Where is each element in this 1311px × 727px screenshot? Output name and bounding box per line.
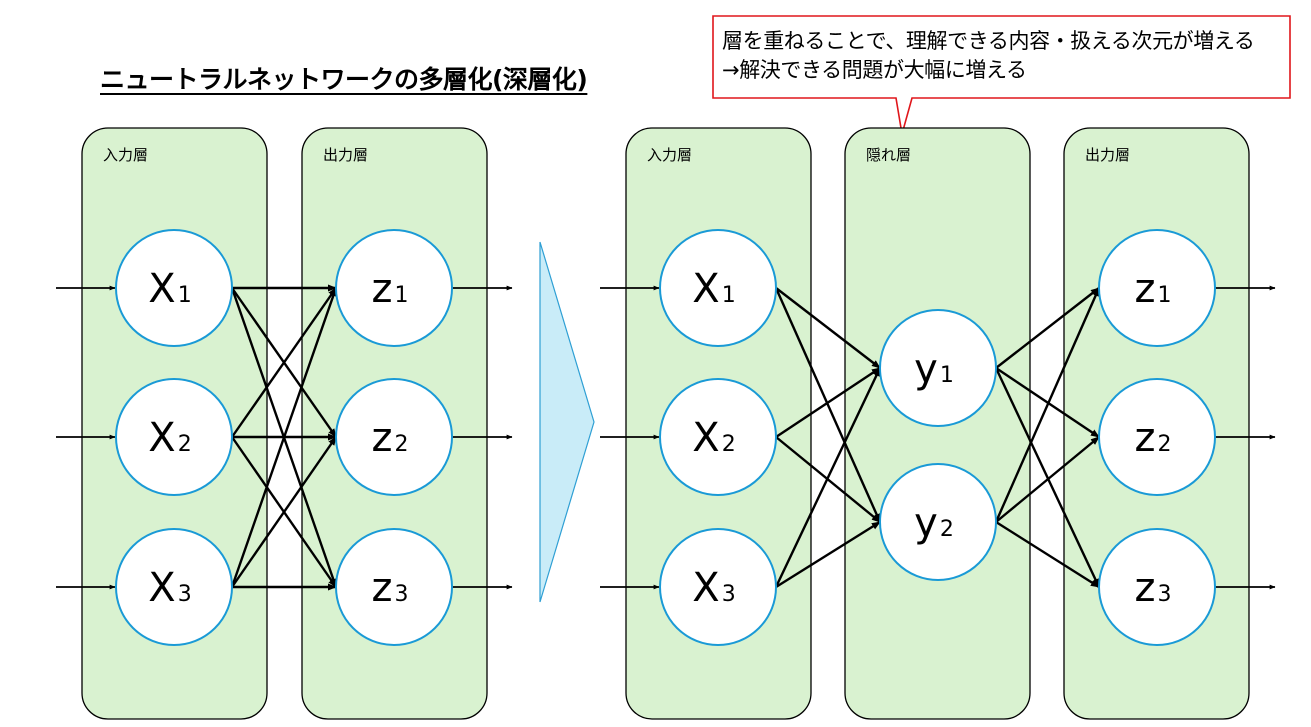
callout-line-2: →解決できる問題が大幅に増える xyxy=(722,58,1027,82)
node-label: z2 xyxy=(1135,415,1172,461)
node-subscript: 1 xyxy=(1158,283,1172,308)
node-base: X xyxy=(148,415,175,461)
node-base: X xyxy=(692,415,719,461)
left-edge xyxy=(231,436,337,588)
node-subscript: 1 xyxy=(395,283,409,308)
node-base: X xyxy=(148,266,175,312)
layer-label: 出力層 xyxy=(323,146,368,164)
node-base: z xyxy=(372,266,393,312)
node-circle xyxy=(879,309,997,427)
node-label: X2 xyxy=(148,415,191,461)
callout-text: 層を重ねることで、理解できる内容・扱える次元が増える →解決できる問題が大幅に増… xyxy=(722,27,1255,85)
left-edge xyxy=(231,287,337,438)
left-node-x1: X1 xyxy=(115,229,233,347)
right-edge xyxy=(775,287,881,369)
right-edge xyxy=(775,367,881,438)
right-node-x3: X3 xyxy=(659,528,777,646)
node-circle xyxy=(335,528,453,646)
right-node-z2: z2 xyxy=(1098,378,1216,496)
node-label: X3 xyxy=(148,565,191,611)
node-label: X3 xyxy=(692,565,735,611)
node-subscript: 1 xyxy=(178,283,192,308)
node-base: z xyxy=(1135,415,1156,461)
node-circle xyxy=(1098,229,1216,347)
node-base: X xyxy=(692,565,719,611)
left-node-z3: z3 xyxy=(335,528,453,646)
callout-line-1: 層を重ねることで、理解できる内容・扱える次元が増える xyxy=(722,29,1255,53)
right-node-z1: z1 xyxy=(1098,229,1216,347)
node-subscript: 1 xyxy=(940,363,954,388)
node-base: X xyxy=(148,565,175,611)
left-edge xyxy=(230,287,338,588)
node-label: y1 xyxy=(914,346,954,392)
callout-box xyxy=(712,15,1291,135)
node-circle xyxy=(115,378,233,496)
right-edge xyxy=(995,436,1100,523)
node-circle xyxy=(659,229,777,347)
layer-label: 隠れ層 xyxy=(866,146,911,164)
node-label: X1 xyxy=(148,266,191,312)
node-circle xyxy=(879,463,997,581)
diagram-title: ニュートラルネットワークの多層化(深層化) xyxy=(100,65,588,94)
node-base: z xyxy=(1135,266,1156,312)
node-subscript: 3 xyxy=(395,582,409,607)
node-subscript: 2 xyxy=(178,432,192,457)
node-circle xyxy=(115,528,233,646)
right-node-y1: y1 xyxy=(879,309,997,427)
node-label: y2 xyxy=(914,500,954,546)
node-label: X1 xyxy=(692,266,735,312)
node-subscript: 1 xyxy=(722,283,736,308)
node-circle xyxy=(1098,378,1216,496)
left-node-x2: X2 xyxy=(115,378,233,496)
node-base: y xyxy=(914,500,938,546)
left-node-z2: z2 xyxy=(335,378,453,496)
right-node-x1: X1 xyxy=(659,229,777,347)
node-circle xyxy=(1098,528,1216,646)
node-label: z3 xyxy=(1135,565,1172,611)
layer-label: 入力層 xyxy=(103,146,148,164)
callout xyxy=(712,15,1291,135)
left-node-z1: z1 xyxy=(335,229,453,347)
right-edge xyxy=(775,520,881,589)
left-node-x3: X3 xyxy=(115,528,233,646)
right-edge xyxy=(995,287,1100,369)
node-subscript: 3 xyxy=(722,582,736,607)
right-node-x2: X2 xyxy=(659,378,777,496)
node-label: z3 xyxy=(372,565,409,611)
node-base: z xyxy=(372,415,393,461)
node-circle xyxy=(659,528,777,646)
layer-label: 出力層 xyxy=(1085,146,1130,164)
node-circle xyxy=(659,378,777,496)
node-circle xyxy=(115,229,233,347)
node-subscript: 2 xyxy=(1158,432,1172,457)
right-edge xyxy=(774,367,882,588)
node-label: z2 xyxy=(372,415,409,461)
node-base: X xyxy=(692,266,719,312)
node-base: z xyxy=(1135,565,1156,611)
node-label: X2 xyxy=(692,415,735,461)
node-subscript: 3 xyxy=(1158,582,1172,607)
node-circle xyxy=(335,229,453,347)
layer-label: 入力層 xyxy=(647,146,692,164)
node-subscript: 2 xyxy=(940,517,954,542)
right-arrow-icon xyxy=(539,241,595,603)
node-subscript: 3 xyxy=(178,582,192,607)
node-base: z xyxy=(372,565,393,611)
right-edge xyxy=(994,367,1101,588)
node-circle xyxy=(335,378,453,496)
node-subscript: 2 xyxy=(722,432,736,457)
right-edge xyxy=(995,520,1100,589)
node-subscript: 2 xyxy=(395,432,409,457)
right-edge xyxy=(994,287,1101,523)
node-label: z1 xyxy=(372,266,409,312)
right-node-y2: y2 xyxy=(879,463,997,581)
node-label: z1 xyxy=(1135,266,1172,312)
right-node-z3: z3 xyxy=(1098,528,1216,646)
node-base: y xyxy=(914,346,938,392)
right-edge xyxy=(774,287,882,523)
